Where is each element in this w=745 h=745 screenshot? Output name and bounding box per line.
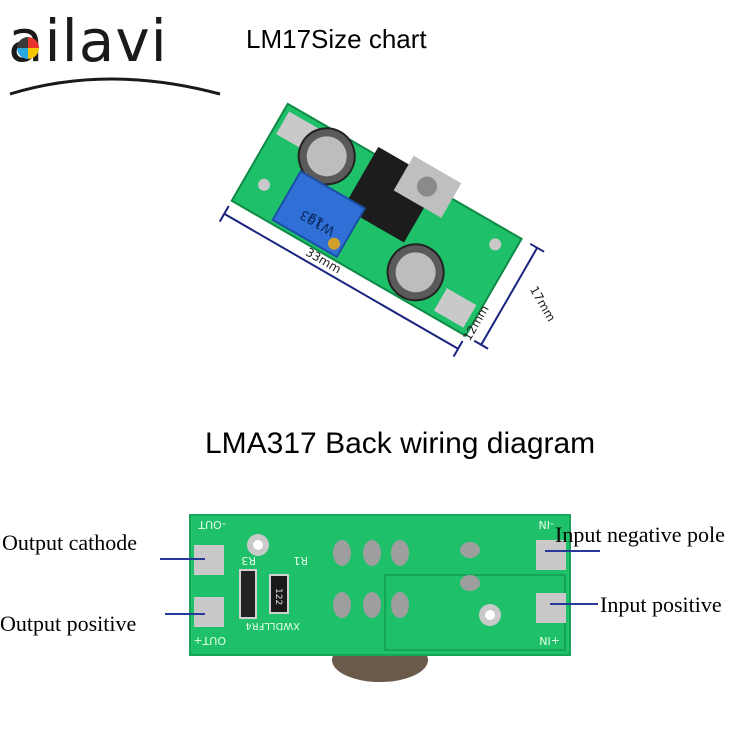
size-chart-title: LM17Size chart: [246, 24, 427, 54]
pad-in-plus: [536, 593, 566, 623]
capacitor-2-top: [395, 252, 436, 293]
top-board-diagram: 13 W103 33mm 17mm 12mm: [218, 102, 558, 358]
silk-in-minus: -IN: [539, 518, 554, 531]
smd-resistor: [269, 574, 289, 614]
dim-tick: [218, 205, 230, 223]
silk-r3: R3: [241, 554, 256, 567]
pot-screw: [328, 237, 341, 250]
logo-swoosh: [9, 77, 221, 96]
dim-tick: [452, 340, 464, 358]
logo-color-dot: [17, 37, 39, 59]
solder-joint: [460, 542, 480, 558]
mount-hole-center: [253, 540, 263, 550]
pot-marking-1: 13: [306, 210, 326, 230]
dim-line-length: [223, 212, 459, 350]
solder-joint: [363, 592, 381, 618]
pad-hole: [258, 178, 271, 191]
wiring-diagram-title: LMA317 Back wiring diagram: [205, 427, 596, 460]
mount-hole-center: [485, 610, 495, 620]
solder-joint: [391, 540, 409, 566]
dim-tick: [529, 242, 545, 253]
pad-bottom-right: [433, 288, 477, 328]
solder-joint: [460, 575, 480, 591]
back-board-diagram: 122 -OUT OUT+ -IN +IN R1 R3 XWDLLFR4: [189, 514, 571, 682]
label-output-positive: Output positive: [0, 611, 137, 636]
brand-logo: ailavi: [8, 6, 221, 98]
silk-brand: XWDLLFR4: [245, 620, 300, 631]
resistor-code: 122: [273, 588, 283, 605]
solder-joint: [391, 592, 409, 618]
silk-out-minus: -OUT: [198, 518, 226, 531]
pad-in-minus: [536, 540, 566, 570]
pad-out-plus: [194, 597, 224, 627]
label-output-cathode: Output cathode: [2, 530, 138, 555]
solder-joint: [333, 540, 351, 566]
label-input-positive: Input positive: [600, 592, 722, 617]
silk-r1: R1: [293, 554, 308, 567]
potentiometer: [271, 169, 367, 259]
solder-joint: [333, 592, 351, 618]
solder-joint: [363, 540, 381, 566]
dim-line-width: [480, 247, 539, 346]
smd-capacitor: [239, 569, 257, 619]
silk-in-plus: +IN: [539, 634, 560, 647]
pad-hole: [489, 238, 502, 251]
dim-tick: [473, 339, 489, 350]
label-input-negative-pole: Input negative pole: [555, 522, 725, 547]
regulator-hole: [417, 176, 438, 197]
capacitor-1-top: [306, 136, 347, 177]
silk-out-plus: OUT+: [193, 634, 226, 647]
